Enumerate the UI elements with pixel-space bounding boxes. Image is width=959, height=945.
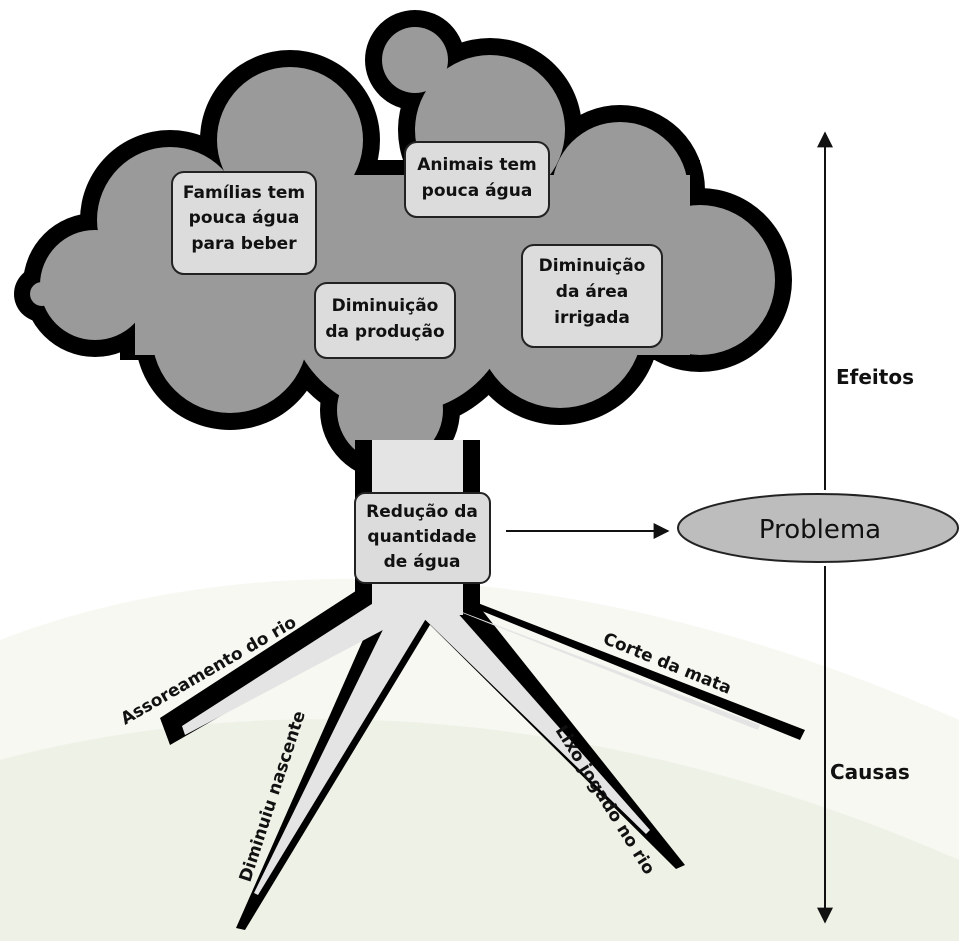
svg-text:irrigada: irrigada xyxy=(554,308,630,328)
effect-box-producao: Diminuição da produção xyxy=(314,282,456,359)
svg-text:da área: da área xyxy=(556,282,628,302)
svg-text:da produção: da produção xyxy=(325,322,444,342)
label-causas: Causas xyxy=(830,760,910,784)
effect-box-animais: Animais tem pouca água xyxy=(404,141,550,218)
background-swoosh-2 xyxy=(0,719,959,941)
svg-text:de água: de água xyxy=(384,552,461,572)
svg-text:Diminuição: Diminuição xyxy=(539,256,646,276)
svg-text:Animais tem: Animais tem xyxy=(417,155,537,175)
svg-text:pouca água: pouca água xyxy=(189,208,300,228)
svg-text:para beber: para beber xyxy=(191,234,297,254)
effect-box-area-irrigada: Diminuição da área irrigada xyxy=(521,244,663,348)
svg-text:Problema: Problema xyxy=(759,515,881,545)
svg-text:quantidade: quantidade xyxy=(367,527,476,547)
svg-text:pouca água: pouca água xyxy=(422,181,533,201)
svg-text:Redução da: Redução da xyxy=(366,502,478,522)
trunk-box-reducao: Redução da quantidade de água xyxy=(354,492,491,584)
effect-box-familias: Famílias tem pouca água para beber xyxy=(171,171,317,275)
label-efeitos: Efeitos xyxy=(836,365,914,389)
tree-crown-cloud xyxy=(14,10,792,480)
tree-roots xyxy=(160,440,805,930)
svg-text:Famílias tem: Famílias tem xyxy=(183,183,305,203)
problem-ellipse: Problema xyxy=(677,493,959,563)
svg-text:Diminuição: Diminuição xyxy=(332,296,439,316)
